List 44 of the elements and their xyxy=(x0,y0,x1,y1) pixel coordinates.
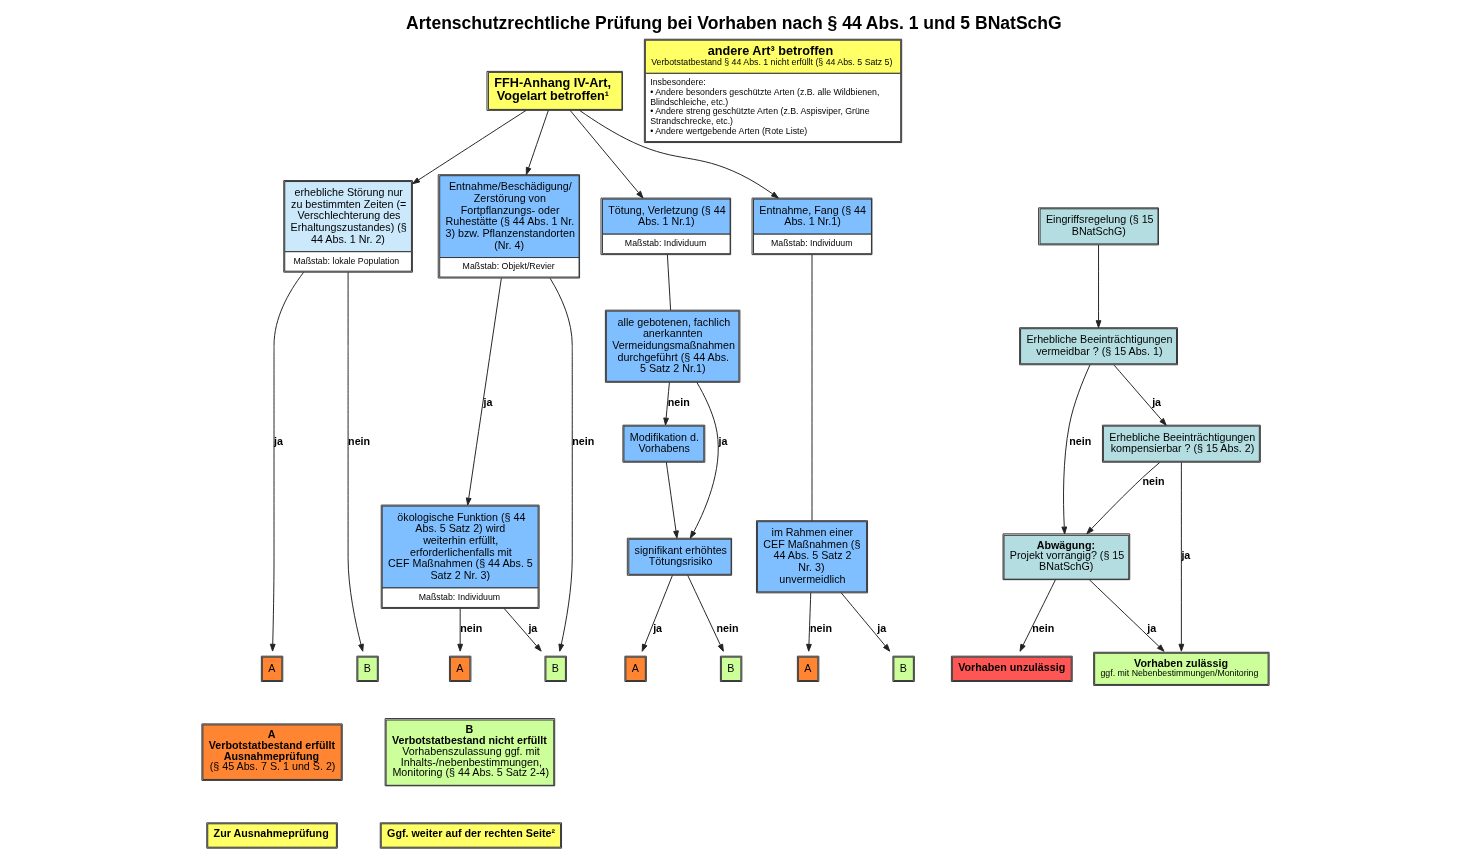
edge-label: ja xyxy=(717,435,727,448)
arrow xyxy=(686,574,724,652)
arrow xyxy=(465,277,502,506)
edge-label: ja xyxy=(483,395,493,408)
arrow xyxy=(411,109,526,185)
edge-label: nein xyxy=(347,435,370,448)
edge-label: nein xyxy=(1141,475,1164,488)
arrow xyxy=(689,382,719,539)
edge-label: ja xyxy=(273,435,283,448)
arrow xyxy=(662,382,670,426)
arrow xyxy=(578,109,779,199)
arrow xyxy=(1019,579,1056,652)
arrow xyxy=(840,592,890,652)
arrow xyxy=(269,271,304,652)
edge-label: nein xyxy=(571,435,594,448)
edge-label: nein xyxy=(1068,435,1091,448)
arrow xyxy=(569,109,643,199)
arrow xyxy=(347,271,364,652)
edge-label: ja xyxy=(652,621,662,634)
edge-label: nein xyxy=(667,395,690,408)
arrow xyxy=(503,608,542,652)
edge-label: ja xyxy=(1151,395,1161,408)
edge-label: ja xyxy=(1146,621,1156,634)
edge-label: nein xyxy=(1031,621,1054,634)
arrow xyxy=(1113,364,1167,426)
arrow xyxy=(1060,364,1090,535)
arrow xyxy=(641,574,673,652)
edge-label: nein xyxy=(809,621,832,634)
edge-label: ja xyxy=(527,621,537,634)
edge-label: nein xyxy=(459,621,482,634)
arrow xyxy=(1085,462,1160,535)
arrow xyxy=(805,592,812,652)
arrow xyxy=(1095,244,1101,328)
edge-label: ja xyxy=(876,621,886,634)
diagram-title: Artenschutzrechtliche Prüfung bei Vorhaben nach § 44 Abs. 1 und 5 BNatSchG xyxy=(405,12,1062,33)
edge-label: nein xyxy=(715,621,739,634)
arrow xyxy=(456,608,463,652)
arrow xyxy=(1178,462,1184,652)
connector xyxy=(666,254,671,311)
arrow xyxy=(525,109,549,175)
arrow xyxy=(1088,579,1165,652)
connector xyxy=(811,254,812,522)
arrow xyxy=(549,277,573,652)
arrow xyxy=(665,461,679,539)
